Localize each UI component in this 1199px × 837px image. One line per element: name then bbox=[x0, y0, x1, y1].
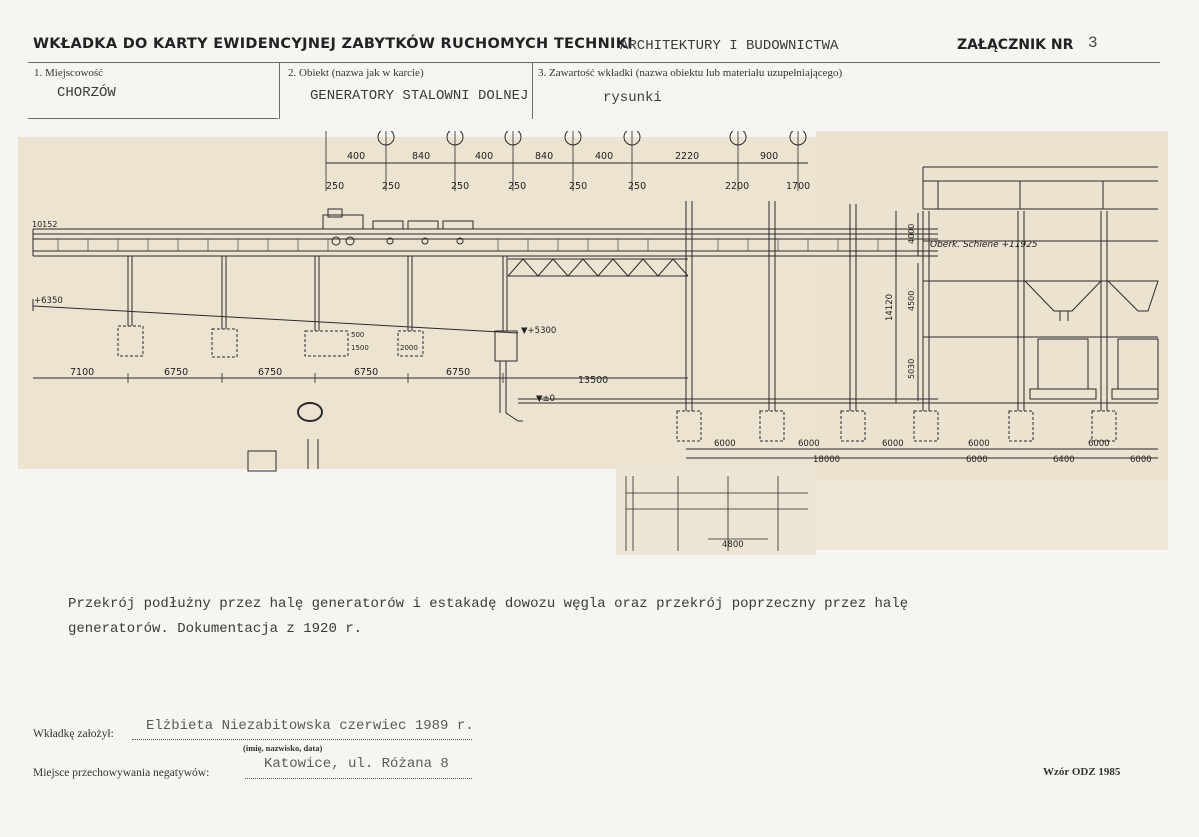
vert-dim-1: 14120 bbox=[885, 294, 895, 321]
height-top-4: 250 bbox=[569, 181, 587, 192]
established-value: Elżbieta Niezabitowska czerwiec 1989 r. bbox=[146, 718, 474, 734]
bay-dim-3: 6000 bbox=[968, 439, 990, 449]
bay2-dim-3: 6000 bbox=[1130, 455, 1152, 465]
level-left: 10152 bbox=[32, 220, 57, 229]
height-top-1: 250 bbox=[382, 181, 400, 192]
vert-dim-0: 4000 bbox=[907, 224, 916, 244]
drawing-panel-bottom-right bbox=[816, 480, 1168, 550]
bottom-dim: 4800 bbox=[722, 540, 744, 550]
fields-divider-1 bbox=[279, 62, 280, 119]
bay-dim-2: 6000 bbox=[882, 439, 904, 449]
span-dim-1: 6750 bbox=[164, 367, 188, 378]
category-typed: ARCHITEKTURY I BUDOWNICTWA bbox=[620, 38, 839, 54]
vert-dim-2: 4500 bbox=[907, 291, 916, 311]
dim-top-4: 400 bbox=[595, 151, 613, 162]
height-top-5: 250 bbox=[628, 181, 646, 192]
drawing-panel-bottom bbox=[616, 469, 816, 555]
attachment-number: 3 bbox=[1088, 34, 1098, 52]
level-6350: +6350 bbox=[34, 296, 63, 306]
established-label: Wkładkę założył: bbox=[33, 728, 114, 740]
level-0: ▼±0 bbox=[536, 394, 555, 404]
form-title: WKŁADKA DO KARTY EWIDENCYJNEJ ZABYTKÓW R… bbox=[33, 36, 633, 52]
negatives-label: Miejsce przechowywania negatywów: bbox=[33, 767, 210, 779]
bay2-dim-1: 6000 bbox=[966, 455, 988, 465]
drawing-panel-right bbox=[816, 131, 1168, 480]
field-value-object: GENERATORY STALOWNI DOLNEJ bbox=[310, 88, 529, 104]
rail-level-label: Oberk. Schiene +11925 bbox=[930, 240, 1038, 250]
span-dim-4: 6750 bbox=[446, 367, 470, 378]
negatives-value: Katowice, ul. Różana 8 bbox=[264, 756, 449, 772]
bay-dim-0: 6000 bbox=[714, 439, 736, 449]
field-label-object: 2. Obiekt (nazwa jak w karcie) bbox=[288, 67, 424, 79]
attachment-label: ZAŁĄCZNIK NR bbox=[957, 37, 1074, 53]
span-dim-5: 13500 bbox=[578, 375, 608, 386]
dim-top-6: 900 bbox=[760, 151, 778, 162]
bay-dim-4: 6000 bbox=[1088, 439, 1110, 449]
drawing-caption: Przekrój podłużny przez halę generatorów… bbox=[68, 592, 1068, 642]
bay2-dim-0: 18000 bbox=[813, 455, 840, 465]
span-dim-2: 6750 bbox=[258, 367, 282, 378]
dim-top-1: 840 bbox=[412, 151, 430, 162]
caption-line-2: generatorów. Dokumentacja z 1920 r. bbox=[68, 621, 363, 637]
dim-top-5: 2220 bbox=[675, 151, 699, 162]
established-sub-label: (imię, nazwisko, data) bbox=[243, 743, 323, 753]
field-label-content: 3. Zawartość wkładki (nazwa obiektu lub … bbox=[538, 67, 843, 79]
span-dim-3: 6750 bbox=[354, 367, 378, 378]
header-rule bbox=[28, 62, 1160, 63]
cross-section-drawing: 400 840 400 840 400 2220 900 250 250 250… bbox=[18, 131, 1168, 555]
level-5300: ▼+5300 bbox=[521, 326, 556, 336]
field-value-content: rysunki bbox=[603, 90, 662, 106]
fields-bottom-rule bbox=[28, 118, 278, 119]
vert-dim-3: 5030 bbox=[907, 359, 916, 379]
fields-divider-2 bbox=[532, 62, 533, 119]
bay2-dim-2: 6400 bbox=[1053, 455, 1075, 465]
height-top-7: 1700 bbox=[786, 181, 810, 192]
dim-top-0: 400 bbox=[347, 151, 365, 162]
dim-top-3: 840 bbox=[535, 151, 553, 162]
drawing-panel-left bbox=[18, 137, 818, 469]
height-top-2: 250 bbox=[451, 181, 469, 192]
height-top-6: 2200 bbox=[725, 181, 749, 192]
caption-line-1: Przekrój podłużny przez halę generatorów… bbox=[68, 596, 909, 612]
negatives-dotline bbox=[245, 778, 472, 779]
field-value-location: CHORZÓW bbox=[57, 85, 116, 101]
small-dim-0: 500 bbox=[351, 331, 364, 339]
established-dotline bbox=[132, 739, 472, 740]
span-dim-0: 7100 bbox=[70, 367, 94, 378]
field-label-location: 1. Miejscowość bbox=[34, 67, 104, 79]
small-dim-1: 1500 bbox=[351, 344, 369, 352]
form-id: Wzór ODZ 1985 bbox=[1043, 766, 1121, 778]
bay-dim-1: 6000 bbox=[798, 439, 820, 449]
dim-top-2: 400 bbox=[475, 151, 493, 162]
height-top-0: 250 bbox=[326, 181, 344, 192]
small-dim-2: 2000 bbox=[400, 344, 418, 352]
height-top-3: 250 bbox=[508, 181, 526, 192]
